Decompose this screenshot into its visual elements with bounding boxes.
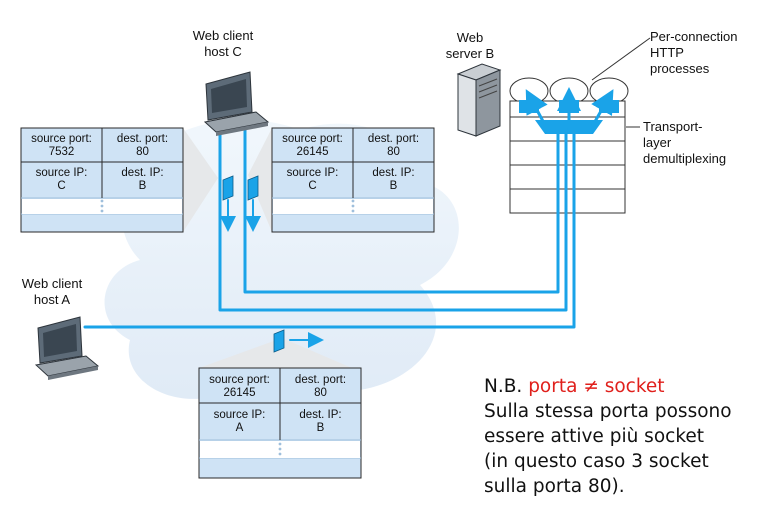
server-b-label: Web server B <box>445 30 495 61</box>
packet-icons <box>222 175 285 353</box>
note-line-2: essere attive più socket <box>484 426 705 447</box>
demux-label: Transport- layer demultiplexing <box>643 119 727 166</box>
segment-2-dest-ip: B <box>389 180 398 192</box>
segment-3-dest-ip: B <box>316 422 325 434</box>
arrow-process-3 <box>591 89 614 127</box>
note-line-4: sulla porta 80). <box>484 476 625 497</box>
connection-host-a <box>83 128 576 329</box>
segment-box-3 <box>198 367 362 479</box>
segment-3-dest-port: 80 <box>314 387 327 399</box>
host-a-computer-icon <box>34 316 100 380</box>
segment-2-dest-port: 80 <box>387 146 400 158</box>
segment-3-source-port-label: source port: <box>209 374 270 386</box>
segment-box-2 <box>271 127 435 233</box>
note-line-3: (in questo caso 3 socket <box>484 451 709 472</box>
segment-2-dest-ip-label: dest. IP: <box>372 167 415 179</box>
segment-2-source-ip-label: source IP: <box>286 167 339 179</box>
segment-1-source-ip: C <box>57 180 66 192</box>
note-heading: N.B. porta ≠ socket <box>484 374 759 399</box>
segment-1-source-port: 7532 <box>48 146 75 158</box>
segment-3-source-ip-label: source IP: <box>213 409 266 421</box>
segment-box-1 <box>20 127 184 233</box>
host-a-label: Web client host A <box>21 276 83 307</box>
note-line-1: Sulla stessa porta possono <box>484 401 732 422</box>
segment-2-source-ip: C <box>308 180 317 192</box>
segment-1-dest-port: 80 <box>136 146 149 158</box>
segment-1-dest-ip-label: dest. IP: <box>121 167 164 179</box>
note-highlight: porta ≠ socket <box>528 376 665 397</box>
callout-shade-1 <box>183 128 218 232</box>
note-block: N.B. porta ≠ socket Sulla stessa porta p… <box>484 374 759 499</box>
segment-3-source-port: 26145 <box>223 387 256 399</box>
host-c-label: Web client host C <box>192 28 254 59</box>
processes-callout-line <box>591 37 651 81</box>
connection-host-c-2 <box>243 128 560 294</box>
processes-label: Per-connection HTTP processes <box>650 29 738 76</box>
segment-2-source-port-label: source port: <box>282 133 343 145</box>
segment-2-dest-port-label: dest. port: <box>367 133 420 145</box>
callout-shade-3 <box>199 338 352 368</box>
segment-1-dest-port-label: dest. port: <box>116 133 169 145</box>
server-b-icon <box>456 63 502 137</box>
note-prefix: N.B. <box>484 376 523 397</box>
segment-3-dest-ip-label: dest. IP: <box>299 409 342 421</box>
segment-3-dest-port-label: dest. port: <box>294 374 347 386</box>
segment-3-source-ip: A <box>235 422 244 434</box>
arrow-process-1 <box>525 89 548 127</box>
segment-1-source-port-label: source port: <box>31 133 92 145</box>
callout-shade-2 <box>248 128 272 232</box>
segment-1-dest-ip: B <box>138 180 147 192</box>
host-c-computer-icon <box>203 71 270 136</box>
segment-2-source-port: 26145 <box>296 146 329 158</box>
ellipsis-dots <box>100 199 355 456</box>
segment-1-source-ip-label: source IP: <box>35 167 88 179</box>
